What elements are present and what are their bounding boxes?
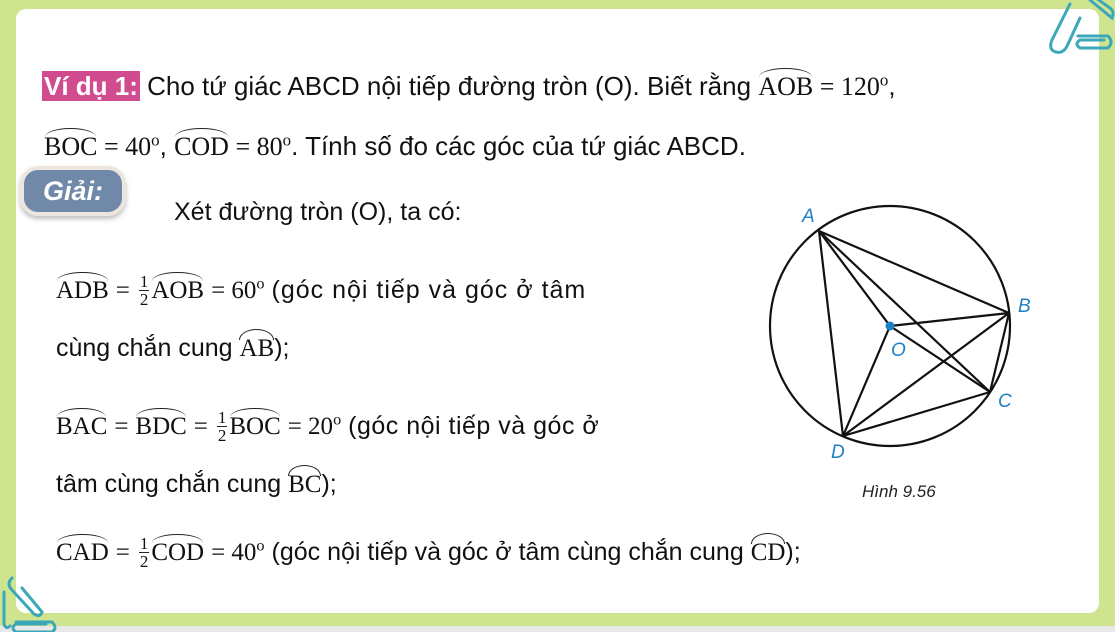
degree-sign: o — [282, 130, 292, 150]
value-80: = 80o — [229, 130, 292, 161]
numerator: 1 — [138, 272, 150, 291]
bottom-strip — [0, 626, 1115, 632]
value-60: = 60o — [211, 274, 265, 305]
value-120-text: = 120 — [819, 72, 880, 101]
geometry-figure: A B O C D Hình 9.56 — [760, 195, 1060, 505]
paperclip-icon — [2, 576, 57, 632]
angle-adb: ADB — [56, 272, 109, 307]
angle-cad: CAD — [56, 534, 109, 569]
step-1-line-2: cùng chắn cung AB); — [56, 329, 290, 365]
punctuation: ); — [321, 470, 337, 498]
degree-sign: o — [879, 70, 889, 90]
slide-card — [16, 9, 1099, 613]
arc-cd: CD — [750, 533, 785, 569]
value-120: = 120o — [813, 70, 889, 101]
paperclip-icon — [1049, 0, 1115, 54]
label-c: C — [998, 391, 1012, 412]
degree-sign: o — [333, 410, 342, 429]
angle-aob: AOB — [151, 272, 204, 307]
angle-cod: COD — [174, 128, 229, 161]
comma: , — [159, 131, 167, 161]
label-o: O — [891, 340, 906, 361]
example-label: Ví dụ 1: — [42, 71, 140, 101]
equals: = — [115, 539, 130, 567]
solution-intro: Xét đường tròn (O), ta có: — [174, 198, 462, 226]
punctuation: ); — [274, 334, 290, 362]
reason-text: (góc nội tiếp và góc ở tâm — [271, 276, 587, 305]
degree-sign: o — [256, 536, 265, 555]
numerator: 1 — [216, 408, 228, 427]
angle-bdc: BDC — [135, 408, 187, 443]
angle-aob: AOB — [758, 68, 814, 101]
label-d: D — [831, 442, 845, 463]
reason-text: (góc nội tiếp và góc ở tâm cùng chắn cun… — [271, 538, 744, 567]
reason-text-2: cùng chắn cung — [56, 334, 233, 362]
label-a: A — [801, 206, 815, 227]
reason-text-2: tâm cùng chắn cung — [56, 470, 282, 498]
problem-text-2: . Tính số đo các góc của tứ giác ABCD. — [291, 131, 746, 161]
label-b: B — [1018, 296, 1031, 317]
denominator: 2 — [139, 552, 149, 571]
angle-boc: BOC — [229, 408, 281, 443]
degree-sign: o — [151, 130, 160, 150]
punctuation: ); — [785, 538, 801, 567]
problem-line-2: BOC = 40o, COD = 80o. Tính số đo các góc… — [44, 128, 746, 163]
value-60-text: = 60 — [211, 277, 257, 305]
angle-bac: BAC — [56, 408, 107, 443]
equals: = — [115, 277, 130, 305]
value-80-text: = 80 — [235, 132, 283, 161]
degree-sign: o — [256, 274, 265, 293]
value-20-text: = 20 — [287, 413, 334, 441]
problem-line-1: Ví dụ 1: Cho tứ giác ABCD nội tiếp đường… — [42, 68, 896, 103]
equals: = — [193, 413, 208, 441]
denominator: 2 — [139, 290, 149, 309]
denominator: 2 — [217, 426, 227, 445]
value-40-text: = 40 — [103, 132, 152, 161]
value-40-text: = 40 — [211, 539, 257, 567]
value-40: = 40o — [97, 130, 160, 161]
problem-text-1: Cho tứ giác ABCD nội tiếp đường tròn (O)… — [147, 71, 752, 101]
angle-boc: BOC — [44, 128, 98, 161]
angle-cod: COD — [151, 534, 204, 569]
figure-caption: Hình 9.56 — [862, 482, 936, 501]
solution-badge: Giải: — [20, 166, 126, 216]
value-40: = 40o — [211, 536, 265, 567]
arc-bc: BC — [288, 465, 322, 501]
numerator: 1 — [138, 534, 150, 553]
arc-ab: AB — [239, 329, 274, 365]
circle-diagram: A B O C D Hình 9.56 — [768, 204, 1031, 501]
equals: = — [114, 413, 129, 441]
reason-text: (góc nội tiếp và góc ở — [348, 412, 600, 441]
value-20: = 20o — [287, 410, 342, 441]
step-2-line-2: tâm cùng chắn cung BC); — [56, 465, 337, 501]
comma: , — [888, 71, 896, 101]
